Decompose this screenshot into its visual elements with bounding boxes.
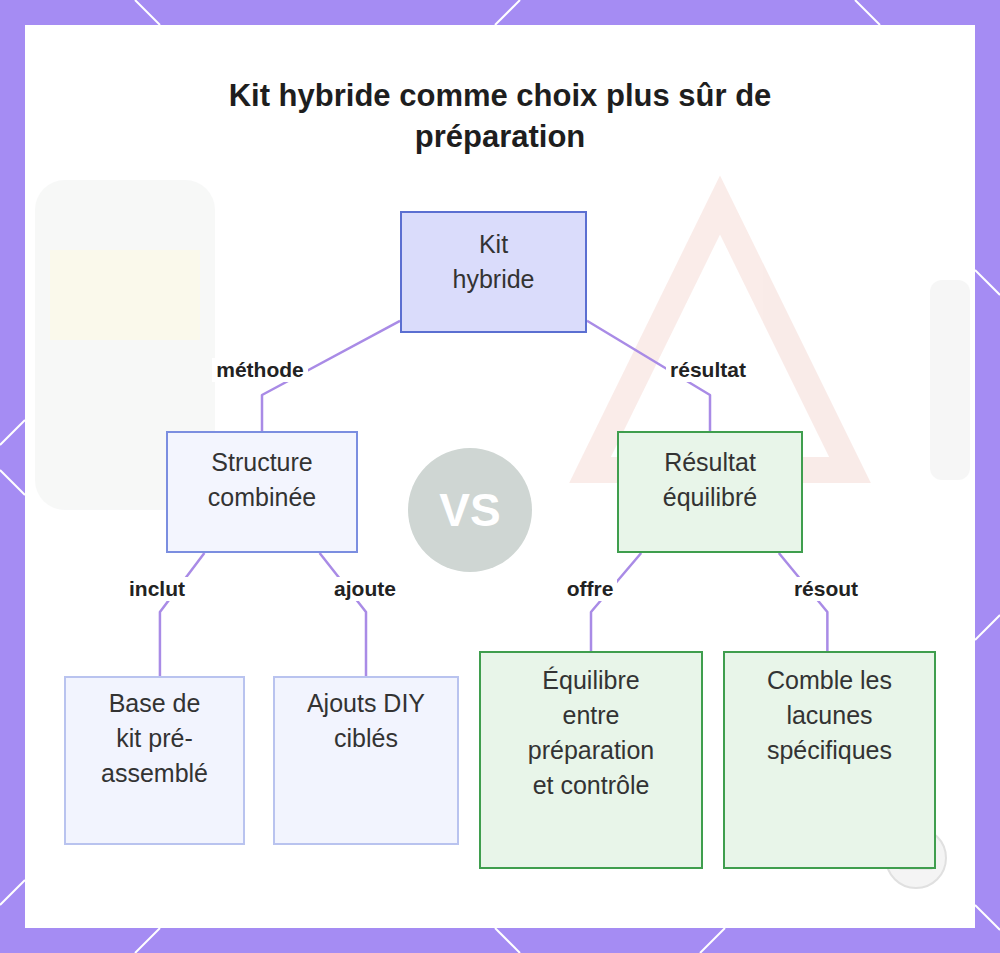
node-text: Équilibre entre préparation et contrôle: [516, 663, 666, 803]
connector: [591, 553, 641, 651]
node-text: Résultat équilibré: [630, 445, 790, 515]
vs-circle: [408, 448, 532, 572]
result-box: Résultat équilibré: [617, 431, 803, 553]
outcome-box: Comble les lacunes spécifiques: [723, 651, 936, 869]
node-text: Structure combinée: [180, 445, 345, 515]
edge-label: résout: [790, 577, 862, 601]
node-text: Comble les lacunes spécifiques: [750, 663, 910, 768]
edge-label: méthode: [212, 358, 308, 382]
edge-label: offre: [563, 577, 618, 601]
node-text: Kit hybride: [439, 227, 549, 297]
edge-label: ajoute: [330, 577, 400, 601]
diagram-title: Kit hybride comme choix plus sûr de prép…: [160, 76, 840, 158]
node-text: Ajouts DIY ciblés: [291, 686, 441, 756]
method-box: Structure combinée: [166, 431, 358, 553]
outcome-box: Équilibre entre préparation et contrôle: [479, 651, 703, 869]
edge-label: inclut: [125, 577, 189, 601]
connector: [320, 553, 366, 676]
edge-label: résultat: [666, 358, 750, 382]
panel: [25, 25, 975, 928]
device-screen: [50, 250, 200, 340]
vs-watermark: VS: [439, 483, 500, 537]
leaf-box: Base de kit pré-assemblé: [64, 676, 245, 845]
root-box: Kit hybride: [400, 211, 587, 333]
node-text: Base de kit pré-assemblé: [96, 686, 214, 791]
connector: [160, 553, 204, 676]
leaf-box: Ajouts DIY ciblés: [273, 676, 459, 845]
connector: [779, 553, 828, 651]
device-shape: [930, 280, 970, 480]
